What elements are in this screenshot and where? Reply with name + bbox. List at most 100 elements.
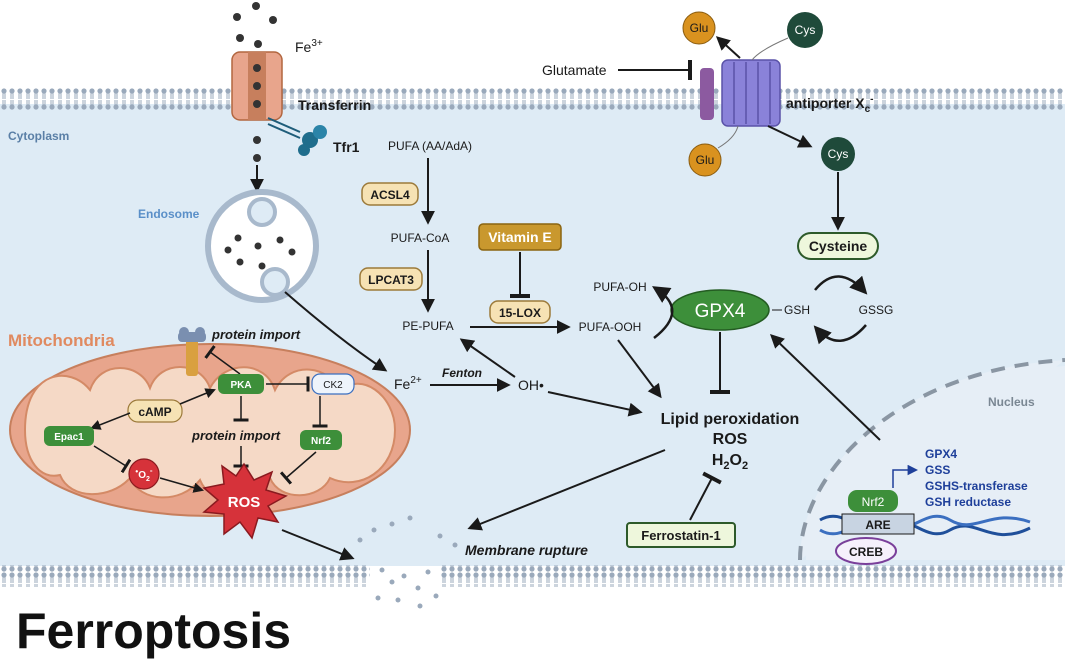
inhibit-pka-import <box>204 345 241 375</box>
plasma-membrane-bottom-right <box>440 565 1065 587</box>
target-gene-4: GSH reductase <box>925 495 1011 509</box>
svg-text:ACSL4: ACSL4 <box>370 188 410 202</box>
plasma-membrane-top <box>0 88 1065 110</box>
fe3-label: Fe3+ <box>295 38 323 55</box>
line-glu-in <box>717 125 739 149</box>
arrow-oh-to-lipid-perox <box>547 391 643 417</box>
creb-protein: CREB <box>835 537 897 565</box>
transferrin-channel <box>231 51 283 162</box>
svg-text:PKA: PKA <box>230 380 251 391</box>
gsh-label: GSH <box>784 303 810 317</box>
vitamin-e-box: Vitamin E <box>478 223 562 251</box>
glu-extracellular: Glu <box>682 11 716 45</box>
arrow-oh-to-pe-pufa <box>459 338 516 378</box>
arrow-camp-to-epac1 <box>90 412 131 430</box>
arrow-gsh-to-gssg <box>814 275 868 295</box>
membrane-rupture-label: Membrane rupture <box>465 542 588 558</box>
h2o2-label: H2O2 <box>712 452 748 472</box>
cys-intracellular: Cys <box>821 137 855 171</box>
svg-text:Epac1: Epac1 <box>54 432 84 443</box>
pufa-label: PUFA (AA/AdA) <box>388 139 472 153</box>
camp-molecule: cAMP <box>127 399 183 423</box>
inhibit-nrf2-ros <box>279 451 317 485</box>
svg-text:Ferrostatin-1: Ferrostatin-1 <box>641 528 720 543</box>
lox15-enzyme: 15-LOX <box>489 300 551 324</box>
protein-import-mid-label: protein import <box>191 428 281 443</box>
membrane-rupture-debris <box>357 515 458 609</box>
arrow-ros-to-rupture <box>281 529 355 561</box>
arrow-lipid-to-rupture <box>467 449 666 531</box>
svg-text:GPX4: GPX4 <box>695 301 746 322</box>
mitochondrion <box>9 343 411 517</box>
antiporter-label: antiporter Xc- <box>786 94 873 115</box>
plasma-membrane-bottom-left <box>0 565 370 587</box>
svg-text:Vitamin E: Vitamin E <box>488 229 552 245</box>
arrow-superoxide-to-ros <box>159 477 205 493</box>
target-gene-3: GSHS-transferase <box>925 479 1028 493</box>
acsl4-enzyme: ACSL4 <box>361 182 419 206</box>
fenton-label: Fenton <box>442 366 482 380</box>
svg-text:ARE: ARE <box>865 518 890 532</box>
tfr1-receptor-icon <box>267 117 327 156</box>
inhibit-epac1-superoxide <box>93 445 132 474</box>
lipid-peroxidation-label: Lipid peroxidation <box>661 411 800 428</box>
nrf2-nucleus-protein: Nrf2 <box>848 490 898 512</box>
nrf2-mito-protein: Nrf2 <box>300 430 342 450</box>
svg-text:CREB: CREB <box>849 545 883 559</box>
mitochondria-label: Mitochondria <box>8 331 115 350</box>
lpcat3-enzyme: LPCAT3 <box>359 267 423 291</box>
superoxide-molecule: •O2- <box>128 458 160 490</box>
arrow-endosome-to-fe2 <box>284 291 388 372</box>
glu-intracellular: Glu <box>688 143 722 177</box>
svg-text:15-LOX: 15-LOX <box>499 306 541 320</box>
pe-pufa-label: PE-PUFA <box>402 319 453 333</box>
svg-text:Cys: Cys <box>795 23 816 37</box>
svg-text:Nrf2: Nrf2 <box>311 436 331 447</box>
glutamate-label: Glutamate <box>542 62 607 78</box>
cytoplasm-label: Cytoplasm <box>8 129 69 143</box>
target-gene-1: GPX4 <box>925 447 957 461</box>
endosome-label: Endosome <box>138 207 200 221</box>
pufa-coa-label: PUFA-CoA <box>391 231 450 245</box>
antiporter-xc-transporter <box>700 59 781 127</box>
cysteine-box: Cysteine <box>797 232 879 260</box>
arrow-transcription <box>892 464 919 488</box>
tfr1-label: Tfr1 <box>333 139 360 155</box>
nucleus-label: Nucleus <box>988 395 1035 409</box>
svg-text:Glu: Glu <box>690 21 709 35</box>
are-element: ARE <box>841 513 915 535</box>
page-title: Ferroptosis <box>16 603 292 659</box>
arrow-ooh-to-lipid-perox <box>617 339 662 399</box>
arrow-gssg-to-gsh <box>813 324 867 345</box>
arrow-glu-out <box>715 36 741 59</box>
ros-label: ROS <box>713 431 748 448</box>
arrow-nucleus-to-gpx4 <box>769 334 881 441</box>
cys-extracellular: Cys <box>787 12 823 48</box>
svg-text:ROS: ROS <box>228 494 261 511</box>
endosome-vesicle <box>205 189 319 303</box>
epac1-protein: Epac1 <box>44 426 94 446</box>
svg-text:Cysteine: Cysteine <box>809 238 868 254</box>
gpx4-enzyme: GPX4 <box>670 289 770 331</box>
svg-text:Glu: Glu <box>696 153 715 167</box>
iron-particles-extracellular <box>233 2 277 48</box>
pufa-ooh-label: PUFA-OOH <box>579 320 642 334</box>
line-cys-in <box>751 37 789 61</box>
pufa-oh-label: PUFA-OH <box>593 280 646 294</box>
svg-text:•O2-: •O2- <box>135 466 153 483</box>
gssg-label: GSSG <box>859 303 894 317</box>
fe2-label: Fe2+ <box>394 375 422 392</box>
svg-text:LPCAT3: LPCAT3 <box>368 273 414 287</box>
ferrostatin-box: Ferrostatin-1 <box>626 522 736 548</box>
svg-text:cAMP: cAMP <box>138 405 171 419</box>
arrow-pufa-ooh-to-pufa-oh <box>652 286 674 339</box>
pka-protein: PKA <box>218 374 264 394</box>
svg-text:Cys: Cys <box>828 147 849 161</box>
svg-text:CK2: CK2 <box>323 380 343 391</box>
protein-import-top-label: protein import <box>211 327 301 342</box>
inhibit-ferrostatin <box>689 471 722 521</box>
arrow-camp-to-pka <box>179 388 216 405</box>
arrow-cys-intracellular <box>767 125 813 148</box>
